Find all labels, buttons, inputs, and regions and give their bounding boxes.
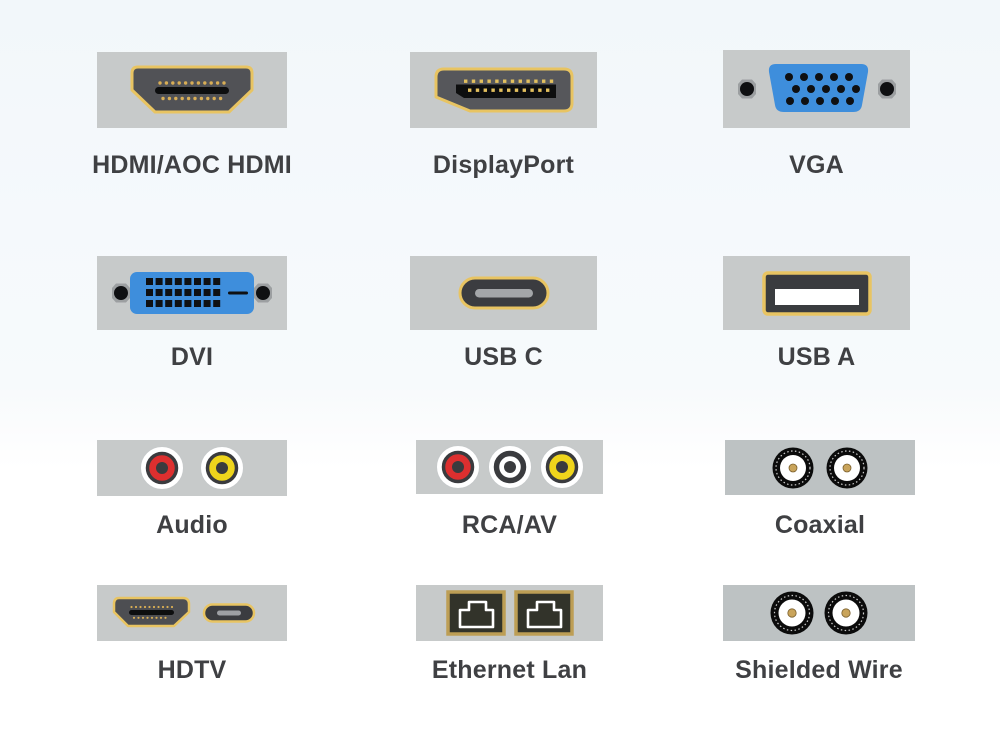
connector-cell-usb-a: USB A [723,256,910,371]
usb-c-port-glyph [458,276,549,310]
usb-a-port-icon [723,256,910,330]
connector-cell-shielded-wire: Shielded Wire [723,585,915,684]
rca-av-jacks-icon [416,440,603,494]
audio-jacks-icon [97,440,287,496]
dvi-port-glyph [112,272,272,314]
usb-a-port-glyph [761,270,872,316]
connector-cell-vga: VGA [723,50,910,179]
audio-jacks-glyph [140,446,244,490]
connector-cell-dvi: DVI [97,256,287,371]
connector-label-usb-c: USB C [464,343,543,371]
connector-cell-coaxial: Coaxial [725,440,915,539]
dvi-port-icon [97,256,287,330]
rca-av-jacks-glyph [435,445,584,489]
connector-cell-hdmi: HDMI/AOC HDMI [92,52,292,179]
connector-cell-ethernet: Ethernet Lan [416,585,603,684]
rca-jack-yellow [200,446,244,490]
connector-label-coaxial: Coaxial [774,511,866,539]
screw-right [254,283,272,303]
connector-cell-usb-c: USB C [410,256,597,371]
ethernet-ports-glyph [445,590,574,636]
rj45-port [513,590,574,636]
mini-hdmi-port [112,596,191,628]
connector-label-audio: Audio [156,511,228,539]
connector-label-hdtv: HDTV [157,656,227,684]
connector-label-ethernet: Ethernet Lan [431,656,588,684]
rca-jack-red [140,446,184,490]
displayport-port-glyph [434,67,573,113]
connector-label-vga: VGA [789,151,844,179]
vga-port-icon [723,50,910,128]
hdtv-ports-glyph [112,596,256,628]
hdmi-port-glyph [130,65,254,114]
rca-jack-yellow [539,445,584,489]
connector-label-shielded-wire: Shielded Wire [735,656,903,684]
screw-left [737,79,756,99]
connector-cell-displayport: DisplayPort [410,52,597,179]
screw-left [112,283,130,303]
connector-label-displayport: DisplayPort [432,151,575,179]
shielded-wire-connector [770,591,814,635]
rca-jack-white [487,445,532,489]
rca-jack-red [435,445,480,489]
ethernet-ports-icon [416,585,603,641]
vga-port-glyph [737,64,896,112]
coax-connector [772,447,814,488]
shielded-wire-connectors-glyph [770,591,868,635]
hdtv-ports-icon [97,585,287,641]
hdmi-port-icon [97,52,287,128]
shielded-wire-connector [824,591,868,635]
coaxial-connectors-icon [725,440,915,495]
coax-connector [826,447,868,488]
coaxial-connectors-glyph [772,447,868,488]
connector-cell-rca-av: RCA/AV [416,440,603,539]
connector-label-dvi: DVI [170,343,214,371]
screw-right [877,79,896,99]
connector-label-hdmi: HDMI/AOC HDMI [92,151,292,179]
connector-label-usb-a: USB A [777,343,856,371]
rj45-port [445,590,506,636]
mini-usb-c-port [202,603,256,623]
usb-c-port-icon [410,256,597,330]
connector-label-rca-av: RCA/AV [461,511,558,539]
connector-cell-audio: Audio [97,440,287,539]
connector-cell-hdtv: HDTV [97,585,287,684]
displayport-port-icon [410,52,597,128]
shielded-wire-connectors-icon [723,585,915,641]
